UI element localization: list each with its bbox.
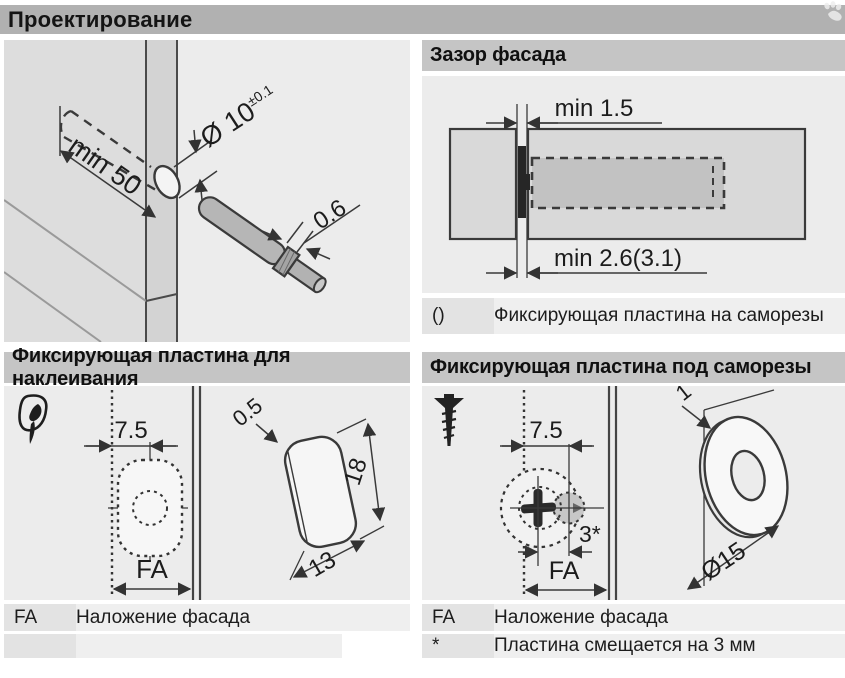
screw-plate-diagram: 7.5 3* FA 1 Ø15 (422, 386, 845, 600)
screw-plate-title: Фиксирующая пластина под саморезы (422, 352, 845, 383)
page-header: Проектирование (0, 5, 845, 34)
dim-shift-label: 3* (579, 521, 601, 547)
glue-icon (18, 394, 48, 444)
dim-fa-label: FA (136, 554, 168, 584)
facade-board (448, 127, 518, 241)
tip-on-unit-dashed (530, 156, 726, 210)
screw-icon (434, 394, 464, 446)
glue-plate-outline (116, 458, 184, 558)
note-text: Фиксирующая пластина на саморезы (494, 298, 845, 334)
facade-gap-title: Зазор фасада (422, 40, 845, 71)
note-text: Пластина смещается на 3 мм (494, 634, 845, 658)
dim-diameter-label: Ø 10±0.1 (195, 81, 283, 153)
page-title: Проектирование (8, 7, 193, 32)
paw-watermark-icon (824, 1, 842, 21)
dim-width-label: 13 (304, 546, 341, 583)
dim-offset-label: 7.5 (114, 417, 147, 444)
dim-thickness-label: 0.5 (228, 393, 267, 432)
dim-gap-top-label: min 1.5 (555, 95, 634, 122)
note-label: * (422, 634, 494, 658)
glue-plate-panel: Фиксирующая пластина для наклеивания 7.5… (4, 345, 410, 664)
note-label: () (422, 298, 494, 334)
note-label: FA (4, 604, 76, 631)
dim-thickness-label: 1 (671, 386, 696, 406)
glue-plate-note-fa: FA Наложение фасада (4, 604, 410, 631)
drill-hole-opening (153, 164, 181, 200)
note-text: Наложение фасада (494, 604, 845, 631)
glue-plate-diagram: 7.5 FA 0.5 18 13 (4, 386, 410, 600)
dim-tip-gap-label: 0.6 (309, 194, 352, 235)
tip-on-device (197, 196, 327, 294)
dim-fa-label: FA (549, 557, 580, 585)
glue-plate-3d (283, 435, 358, 549)
glue-plate-note-empty (4, 634, 342, 658)
dim-offset-label: 7.5 (529, 417, 562, 444)
glue-plate-title: Фиксирующая пластина для наклеивания (4, 345, 410, 390)
drilling-panel: min 50 Ø 10±0.1 0.6 (4, 40, 410, 342)
note-label: FA (422, 604, 494, 631)
screw-plate-3d (698, 415, 789, 539)
drilling-diagram: min 50 Ø 10±0.1 0.6 (4, 40, 410, 342)
screw-plate-note-shift: * Пластина смещается на 3 мм (422, 634, 845, 658)
note-text: Наложение фасада (76, 604, 410, 631)
screw-plate-panel: Фиксирующая пластина под саморезы (422, 352, 845, 664)
screw-plate-note-fa: FA Наложение фасада (422, 604, 845, 631)
dim-gap-bottom-label: min 2.6(3.1) (554, 245, 682, 272)
facade-gap-panel: Зазор фасада min 1.5 min 2.6(3.1) () Фик… (422, 40, 845, 342)
facade-gap-note: () Фиксирующая пластина на саморезы (422, 298, 845, 334)
plate-center-circle (132, 490, 168, 526)
fixing-plate-side (518, 146, 526, 218)
facade-gap-diagram: min 1.5 min 2.6(3.1) (422, 76, 845, 293)
